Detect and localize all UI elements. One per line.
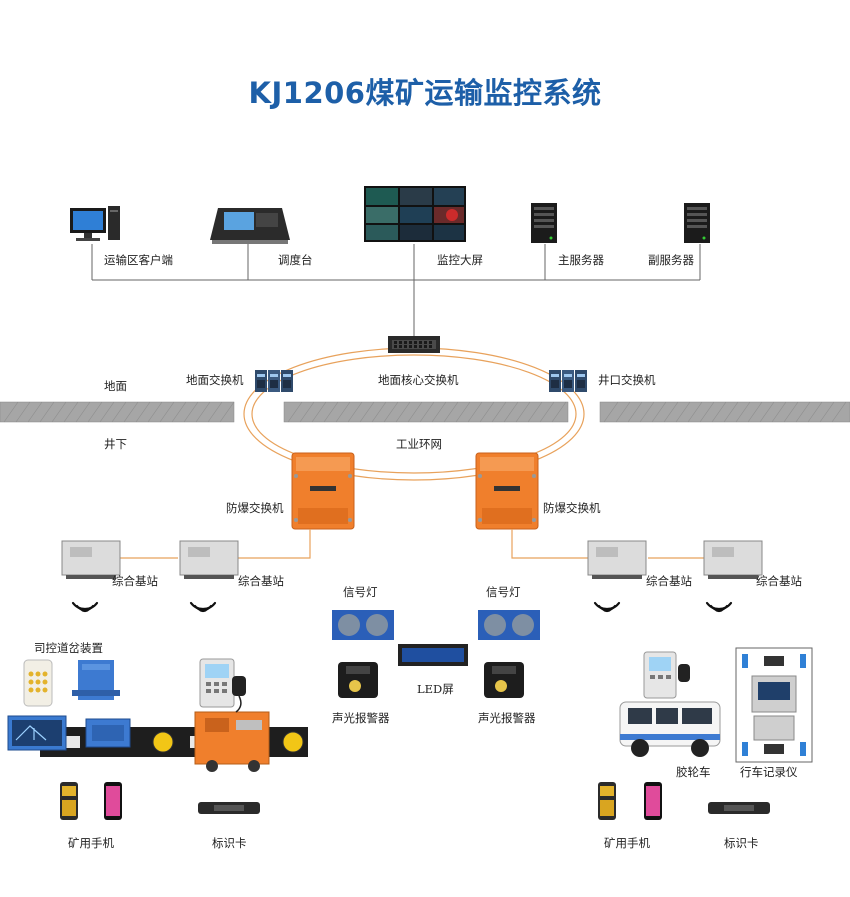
label-shaft-switch: 井口交换机: [598, 372, 656, 388]
ground-layer-band: [0, 402, 850, 422]
handheld-microphone-icon: [232, 676, 246, 712]
vehicle-terminal-icon: [200, 659, 234, 707]
label-alarm-right: 声光报警器: [478, 710, 536, 726]
shaft-switch-icon: [549, 370, 587, 392]
junction-box-icon: [86, 719, 130, 747]
video-wall-icon: [364, 186, 466, 242]
label-id-card-right: 标识卡: [724, 835, 759, 851]
mining-phone-right-icon: [598, 782, 662, 820]
base-station-4-icon: [704, 541, 762, 579]
label-base-station-4: 综合基站: [756, 573, 802, 589]
label-core-switch: 地面核心交换机: [378, 372, 459, 388]
base-station-3-icon: [588, 541, 646, 579]
signal-lamp-left-icon: [332, 610, 394, 640]
label-base-station-2: 综合基站: [238, 573, 284, 589]
rubber-tyre-vehicle-icon: [620, 702, 720, 757]
wireless-signal-icon: [73, 603, 731, 611]
ground-switch-icon: [255, 370, 293, 392]
led-screen-icon: [398, 644, 468, 666]
explosion-proof-switch-left-icon: [292, 453, 354, 529]
label-ground-switch: 地面交换机: [186, 372, 244, 388]
label-alarm-left: 声光报警器: [332, 710, 390, 726]
id-card-left-icon: [198, 802, 260, 814]
surface-bus: [92, 244, 700, 345]
label-signal-lamp-right: 信号灯: [486, 584, 521, 600]
label-client: 运输区客户端: [104, 252, 173, 268]
label-base-station-1: 综合基站: [112, 573, 158, 589]
dispatch-console-icon: [210, 208, 290, 244]
main-server-icon: [531, 203, 557, 243]
remote-control-icon: [24, 660, 52, 706]
driving-recorder-icon: [736, 648, 812, 762]
computer-icon: [70, 206, 120, 241]
label-ex-switch-right: 防爆交换机: [543, 500, 601, 516]
label-base-station-3: 综合基站: [646, 573, 692, 589]
label-ring-network: 工业环网: [396, 436, 442, 452]
switch-sensor-icon: [72, 660, 120, 700]
label-bigscreen: 监控大屏: [437, 252, 483, 268]
label-remote-switch-device: 司控道岔装置: [34, 640, 103, 656]
label-sub-server: 副服务器: [648, 252, 694, 268]
label-id-card-left: 标识卡: [212, 835, 247, 851]
label-driving-recorder: 行车记录仪: [740, 764, 798, 780]
signal-lamp-right-icon: [478, 610, 540, 640]
label-phone-left: 矿用手机: [68, 835, 114, 851]
label-dispatch: 调度台: [278, 252, 313, 268]
track-display-icon: [8, 716, 66, 750]
label-main-server: 主服务器: [558, 252, 604, 268]
label-ex-switch-left: 防爆交换机: [226, 500, 284, 516]
label-phone-right: 矿用手机: [604, 835, 650, 851]
id-card-right-icon: [708, 802, 770, 814]
explosion-proof-switch-right-icon: [476, 453, 538, 529]
label-led-screen: LED屏: [417, 681, 454, 697]
mine-locomotive-icon: [195, 712, 269, 772]
alarm-right-icon: [484, 662, 524, 698]
label-ground: 地面: [104, 378, 127, 394]
label-signal-lamp-left: 信号灯: [343, 584, 378, 600]
vehicle-terminal-right-icon: [644, 652, 690, 698]
label-underground: 井下: [104, 436, 127, 452]
alarm-left-icon: [338, 662, 378, 698]
core-switch-icon: [388, 336, 440, 353]
backup-server-icon: [684, 203, 710, 243]
base-station-2-icon: [180, 541, 238, 579]
mining-phone-left-icon: [60, 782, 122, 820]
label-rubber-tyre-vehicle: 胶轮车: [676, 764, 711, 780]
